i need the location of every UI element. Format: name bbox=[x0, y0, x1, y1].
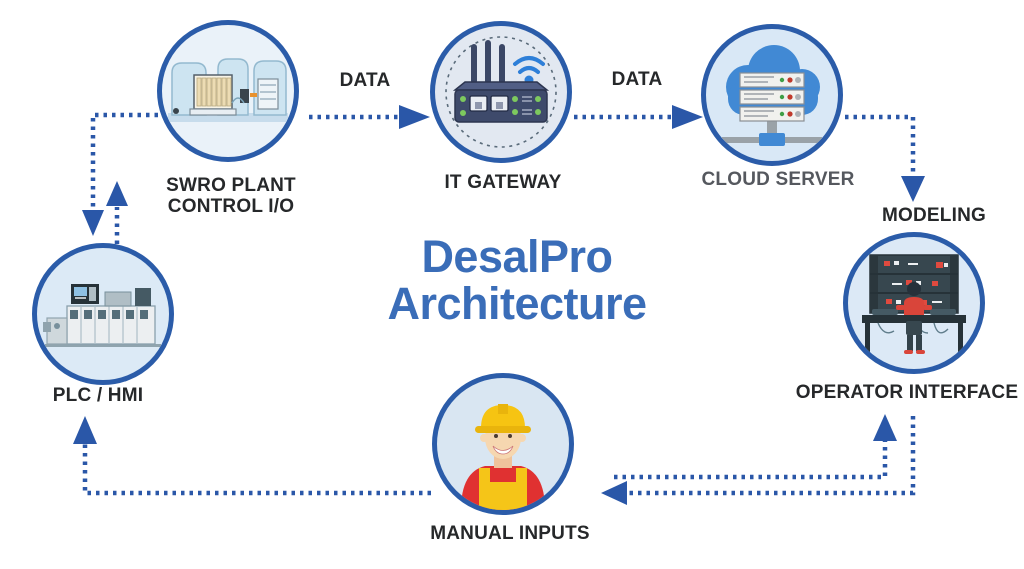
arrowhead-up-operator bbox=[873, 414, 897, 441]
node-it-gateway bbox=[430, 21, 572, 163]
label-operator-interface: OPERATOR INTERFACE bbox=[795, 382, 1019, 403]
connector-swro-to-plc bbox=[90, 112, 158, 210]
connector-manual-to-plc bbox=[82, 444, 431, 496]
plc-machine-icon bbox=[43, 284, 161, 347]
label-modeling: MODELING bbox=[882, 205, 986, 226]
edge-label-data-swro-gateway: DATA bbox=[339, 70, 391, 91]
label-cloud-server: CLOUD SERVER bbox=[701, 169, 855, 190]
node-cloud-server bbox=[701, 24, 843, 166]
wifi-icon bbox=[513, 56, 545, 74]
connector-operator-to-manual bbox=[627, 416, 916, 496]
label-manual-inputs: MANUAL INPUTS bbox=[430, 523, 590, 544]
node-plc-hmi bbox=[32, 243, 174, 385]
swro-plant-icon bbox=[168, 58, 288, 122]
arrowhead-up-swro bbox=[106, 181, 128, 206]
label-it-gateway: IT GATEWAY bbox=[444, 172, 562, 193]
operator-console-icon bbox=[862, 254, 966, 355]
connector-cloud-to-modeling bbox=[845, 114, 916, 176]
arrowhead-right-cloud bbox=[672, 105, 703, 129]
diagram-title: DesalPro Architecture bbox=[387, 231, 647, 329]
node-operator-interface bbox=[843, 232, 985, 374]
arrowhead-left-manual bbox=[601, 481, 627, 505]
cloud-server-icon bbox=[722, 45, 822, 146]
node-swro-plant bbox=[157, 20, 299, 162]
worker-icon bbox=[461, 404, 545, 510]
node-manual-inputs bbox=[432, 373, 574, 515]
arrowhead-right-gateway bbox=[399, 105, 430, 129]
arrowhead-down-modeling bbox=[901, 176, 925, 202]
edge-label-data-gateway-cloud: DATA bbox=[611, 69, 663, 90]
label-plc-hmi: PLC / HMI bbox=[52, 385, 144, 406]
router-icon bbox=[445, 36, 557, 148]
arrowhead-down-plc bbox=[82, 210, 104, 236]
connector-manual-to-operator bbox=[614, 441, 888, 480]
label-swro-plant: SWRO PLANT CONTROL I/O bbox=[166, 175, 296, 218]
arrowhead-up-plc bbox=[73, 416, 97, 444]
